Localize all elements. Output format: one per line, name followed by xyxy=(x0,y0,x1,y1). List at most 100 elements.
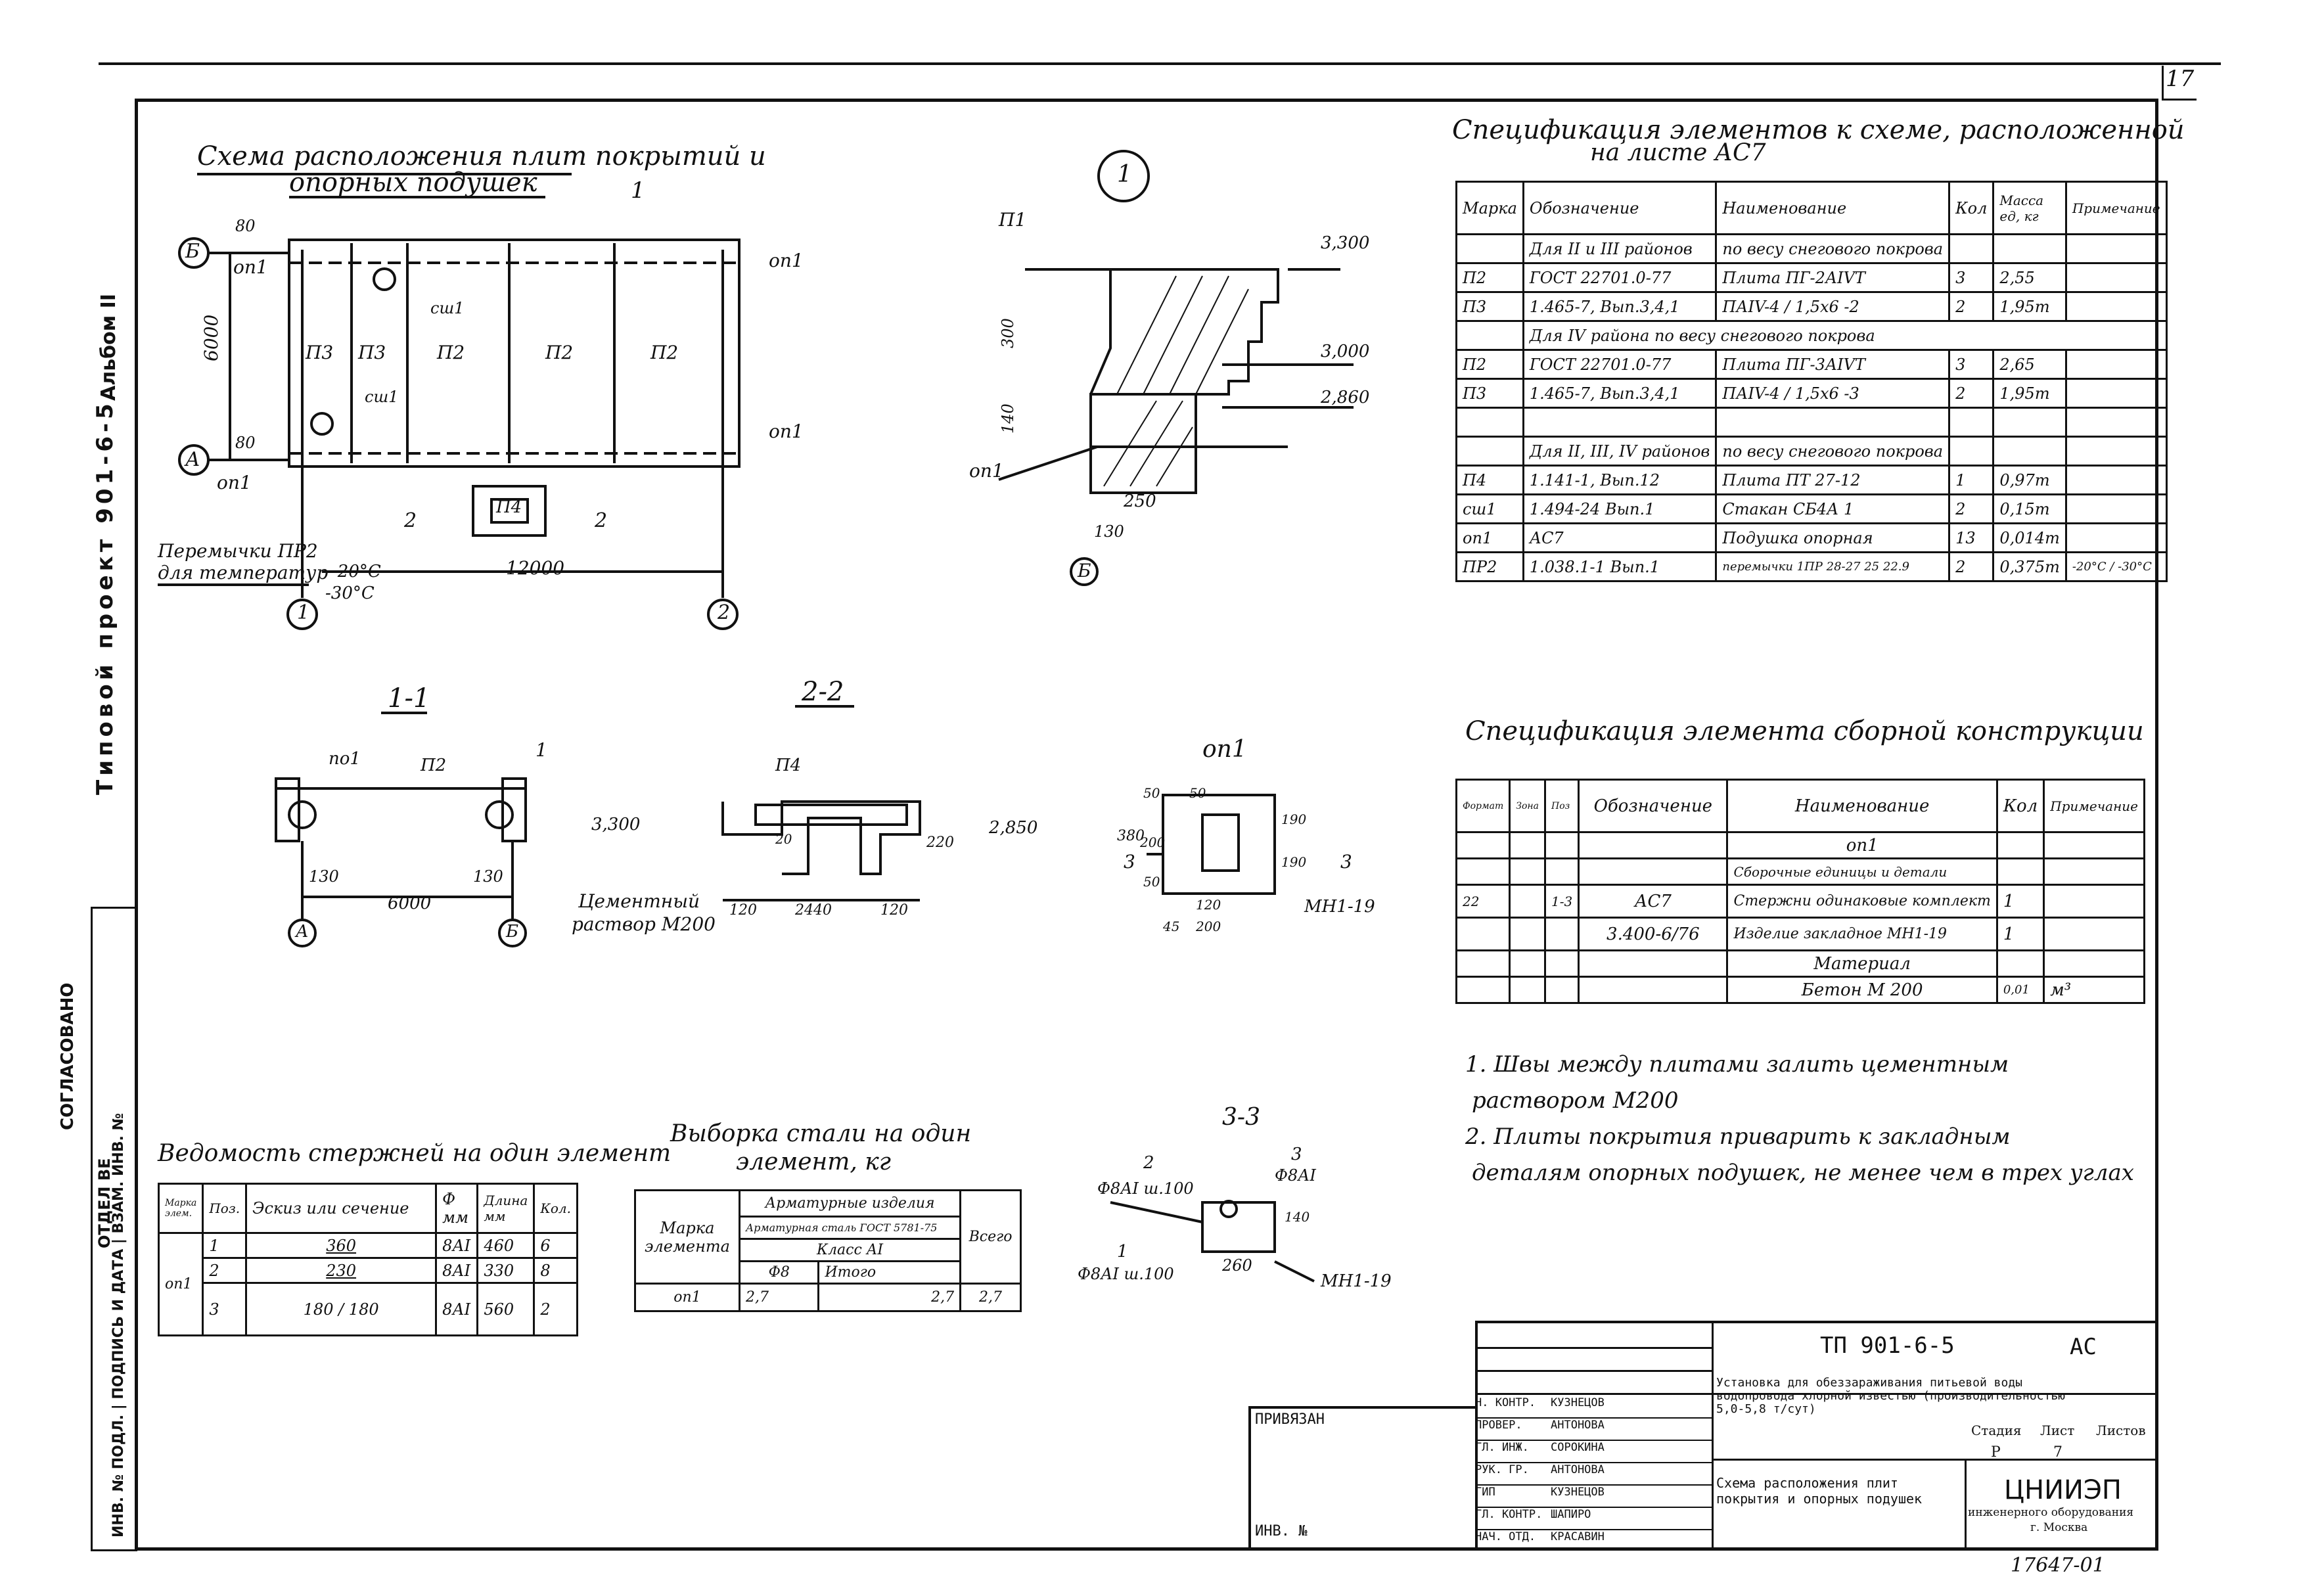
bars-cell: 230 xyxy=(245,1257,438,1284)
spec1-cell xyxy=(1948,436,1995,467)
spec1-cell xyxy=(1455,233,1524,264)
s33-260: 260 xyxy=(1222,1256,1252,1275)
spec1-cell: 3 xyxy=(1948,349,1995,380)
stamp-sheets-h: Листов xyxy=(2096,1423,2146,1438)
plan-cw1-b: сш1 xyxy=(365,388,399,406)
stamp-privyazan: ПРИВЯЗАН xyxy=(1255,1411,1325,1428)
spec1-h-qty: Кол xyxy=(1948,181,1995,235)
spec2-cell xyxy=(1995,857,2045,886)
op1-120: 120 xyxy=(1196,897,1221,913)
note-2a: 2. Плиты покрытия приварить к закладным xyxy=(1465,1124,2011,1150)
spec1-cell: П3 xyxy=(1455,378,1524,409)
spec2-cell xyxy=(1578,857,1729,886)
spec2-cell xyxy=(2043,857,2145,886)
steel-title-2: элемент, кг xyxy=(736,1149,891,1175)
plan-temp-2: -30°С xyxy=(325,583,375,603)
detail1-dim-250: 250 xyxy=(1124,491,1156,511)
spec2-cell xyxy=(1455,831,1511,859)
spec1-cell: 2 xyxy=(1948,291,1995,322)
s22-120b: 120 xyxy=(880,902,908,919)
steel-h-mark: Марка элемента xyxy=(634,1189,740,1285)
s11-130b: 130 xyxy=(473,867,503,886)
bars-h-sketch: Эскиз или сечение xyxy=(245,1183,438,1234)
stamp-sheet-title: Схема расположения плит покрытия и опорн… xyxy=(1716,1475,1923,1507)
s11-axis-a xyxy=(288,919,317,947)
stamp-sheet-code: АС xyxy=(2070,1334,2097,1360)
op1-200b: 200 xyxy=(1196,919,1221,934)
bars-cell: 8АI xyxy=(435,1282,479,1336)
side-stamp-box xyxy=(91,907,137,1551)
s11-elev: 3,300 xyxy=(591,815,641,834)
spec1-h-note: Примечание xyxy=(2064,181,2168,235)
op1-3a: 3 xyxy=(1124,851,1135,873)
stamp-h2 xyxy=(1475,1370,1712,1372)
steel-cell: 2,7 xyxy=(959,1283,1022,1312)
spec1-h-desig: Обозначение xyxy=(1522,181,1718,235)
plan-axis-a: А xyxy=(185,448,200,471)
spec1-cell: 1.494-24 Вып.1 xyxy=(1522,493,1718,524)
spec2-cell xyxy=(1509,949,1546,978)
stamp-privyazan-box xyxy=(1248,1406,1478,1550)
spec1-h-mark: Марка xyxy=(1455,181,1524,235)
spec1-cell xyxy=(2064,407,2168,438)
bars-cell: 2 xyxy=(202,1257,248,1284)
op1-50c: 50 xyxy=(1143,874,1160,890)
spec1-cell: ГОСТ 22701.0-77 xyxy=(1522,349,1718,380)
detail1-elev-2860: 2,860 xyxy=(1321,388,1370,407)
spec1-cell xyxy=(2064,465,2168,495)
steel-h-class: Класс АI xyxy=(738,1238,962,1262)
spec2-h-zone: Зона xyxy=(1509,779,1546,833)
steel-cell: оп1 xyxy=(634,1283,740,1312)
spec2-cell: 0,01 xyxy=(1995,976,2045,1004)
plan-op1-br: оп1 xyxy=(769,421,804,442)
steel-cell: 2,7 xyxy=(738,1283,820,1312)
stamp-name: КУЗНЕЦОВ xyxy=(1551,1396,1605,1409)
note-1a: 1. Швы между плитами залить цементным xyxy=(1465,1051,2009,1078)
spec2-cell: 1 xyxy=(1995,917,2045,951)
spec1-cell xyxy=(2064,349,2168,380)
spec2-cell xyxy=(1543,917,1580,951)
spec1-cell: -20°С / -30°С xyxy=(2064,551,2168,582)
note-1b: раствором М200 xyxy=(1472,1087,1679,1114)
plan-cut2a: 2 xyxy=(404,509,417,532)
stamp-sheet-h: Лист xyxy=(2040,1423,2075,1438)
spec2-cell xyxy=(1509,884,1546,919)
stamp-name: СОРОКИНА xyxy=(1551,1441,1605,1454)
spec1-cell xyxy=(1715,407,1951,438)
section-1-1: 1-1 xyxy=(388,683,430,714)
spec2-cell xyxy=(1995,949,2045,978)
bars-table: Марка элем. Поз. Эскиз или сечение Ф мм … xyxy=(157,1183,578,1336)
spec1-cell xyxy=(1992,233,2067,264)
spec1-cell: 2,65 xyxy=(1992,349,2067,380)
spec2-h-qty: Кол xyxy=(1995,779,2045,833)
spec2-cell xyxy=(2043,917,2145,951)
stamp-role: РУК. ГР. xyxy=(1475,1463,1529,1476)
bars-cell: 2 xyxy=(533,1282,578,1336)
stamp-stage-h: Стадия xyxy=(1971,1423,2022,1438)
section-3-3: 3-3 xyxy=(1222,1104,1260,1131)
spec2-cell: Стержни одинаковые комплект xyxy=(1726,884,1998,919)
op1-45: 45 xyxy=(1163,919,1180,934)
stamp-org-sub: инженерного оборудования xyxy=(1968,1506,2134,1519)
plan-slab-p2a: П2 xyxy=(437,342,465,363)
spec2-title: Спецификация элемента сборной конструкци… xyxy=(1465,716,2144,746)
detail1-elev-3000: 3,000 xyxy=(1321,342,1370,361)
detail1-p1: П1 xyxy=(999,209,1027,231)
spec2-h-format: Формат xyxy=(1455,779,1511,833)
s11-a: А xyxy=(296,922,309,942)
spec2-cell xyxy=(1455,857,1511,886)
s11-6000: 6000 xyxy=(388,894,432,913)
spec1-cell xyxy=(2064,262,2168,293)
spec2-table: Формат Зона Поз Обозначение Наименование… xyxy=(1455,779,2145,1004)
plan-slab-p3b: П3 xyxy=(358,342,386,363)
bars-cell: 6 xyxy=(533,1232,578,1259)
stamp-project-title: Установка для обеззараживания питьевой в… xyxy=(1716,1376,2066,1416)
spec1-cell xyxy=(2064,233,2168,264)
plan-dim-80-bottom: 80 xyxy=(235,434,256,452)
frame-top xyxy=(135,99,2158,102)
stamp-name: КУЗНЕЦОВ xyxy=(1551,1486,1605,1499)
spec2-cell xyxy=(1995,831,2045,859)
stamp-role: ГЛ. ИНЖ. xyxy=(1475,1441,1529,1454)
spec1-cell: Плита ПГ-3АIVТ xyxy=(1715,349,1951,380)
s33-bar2: Ф8АI ш.100 xyxy=(1097,1179,1194,1198)
